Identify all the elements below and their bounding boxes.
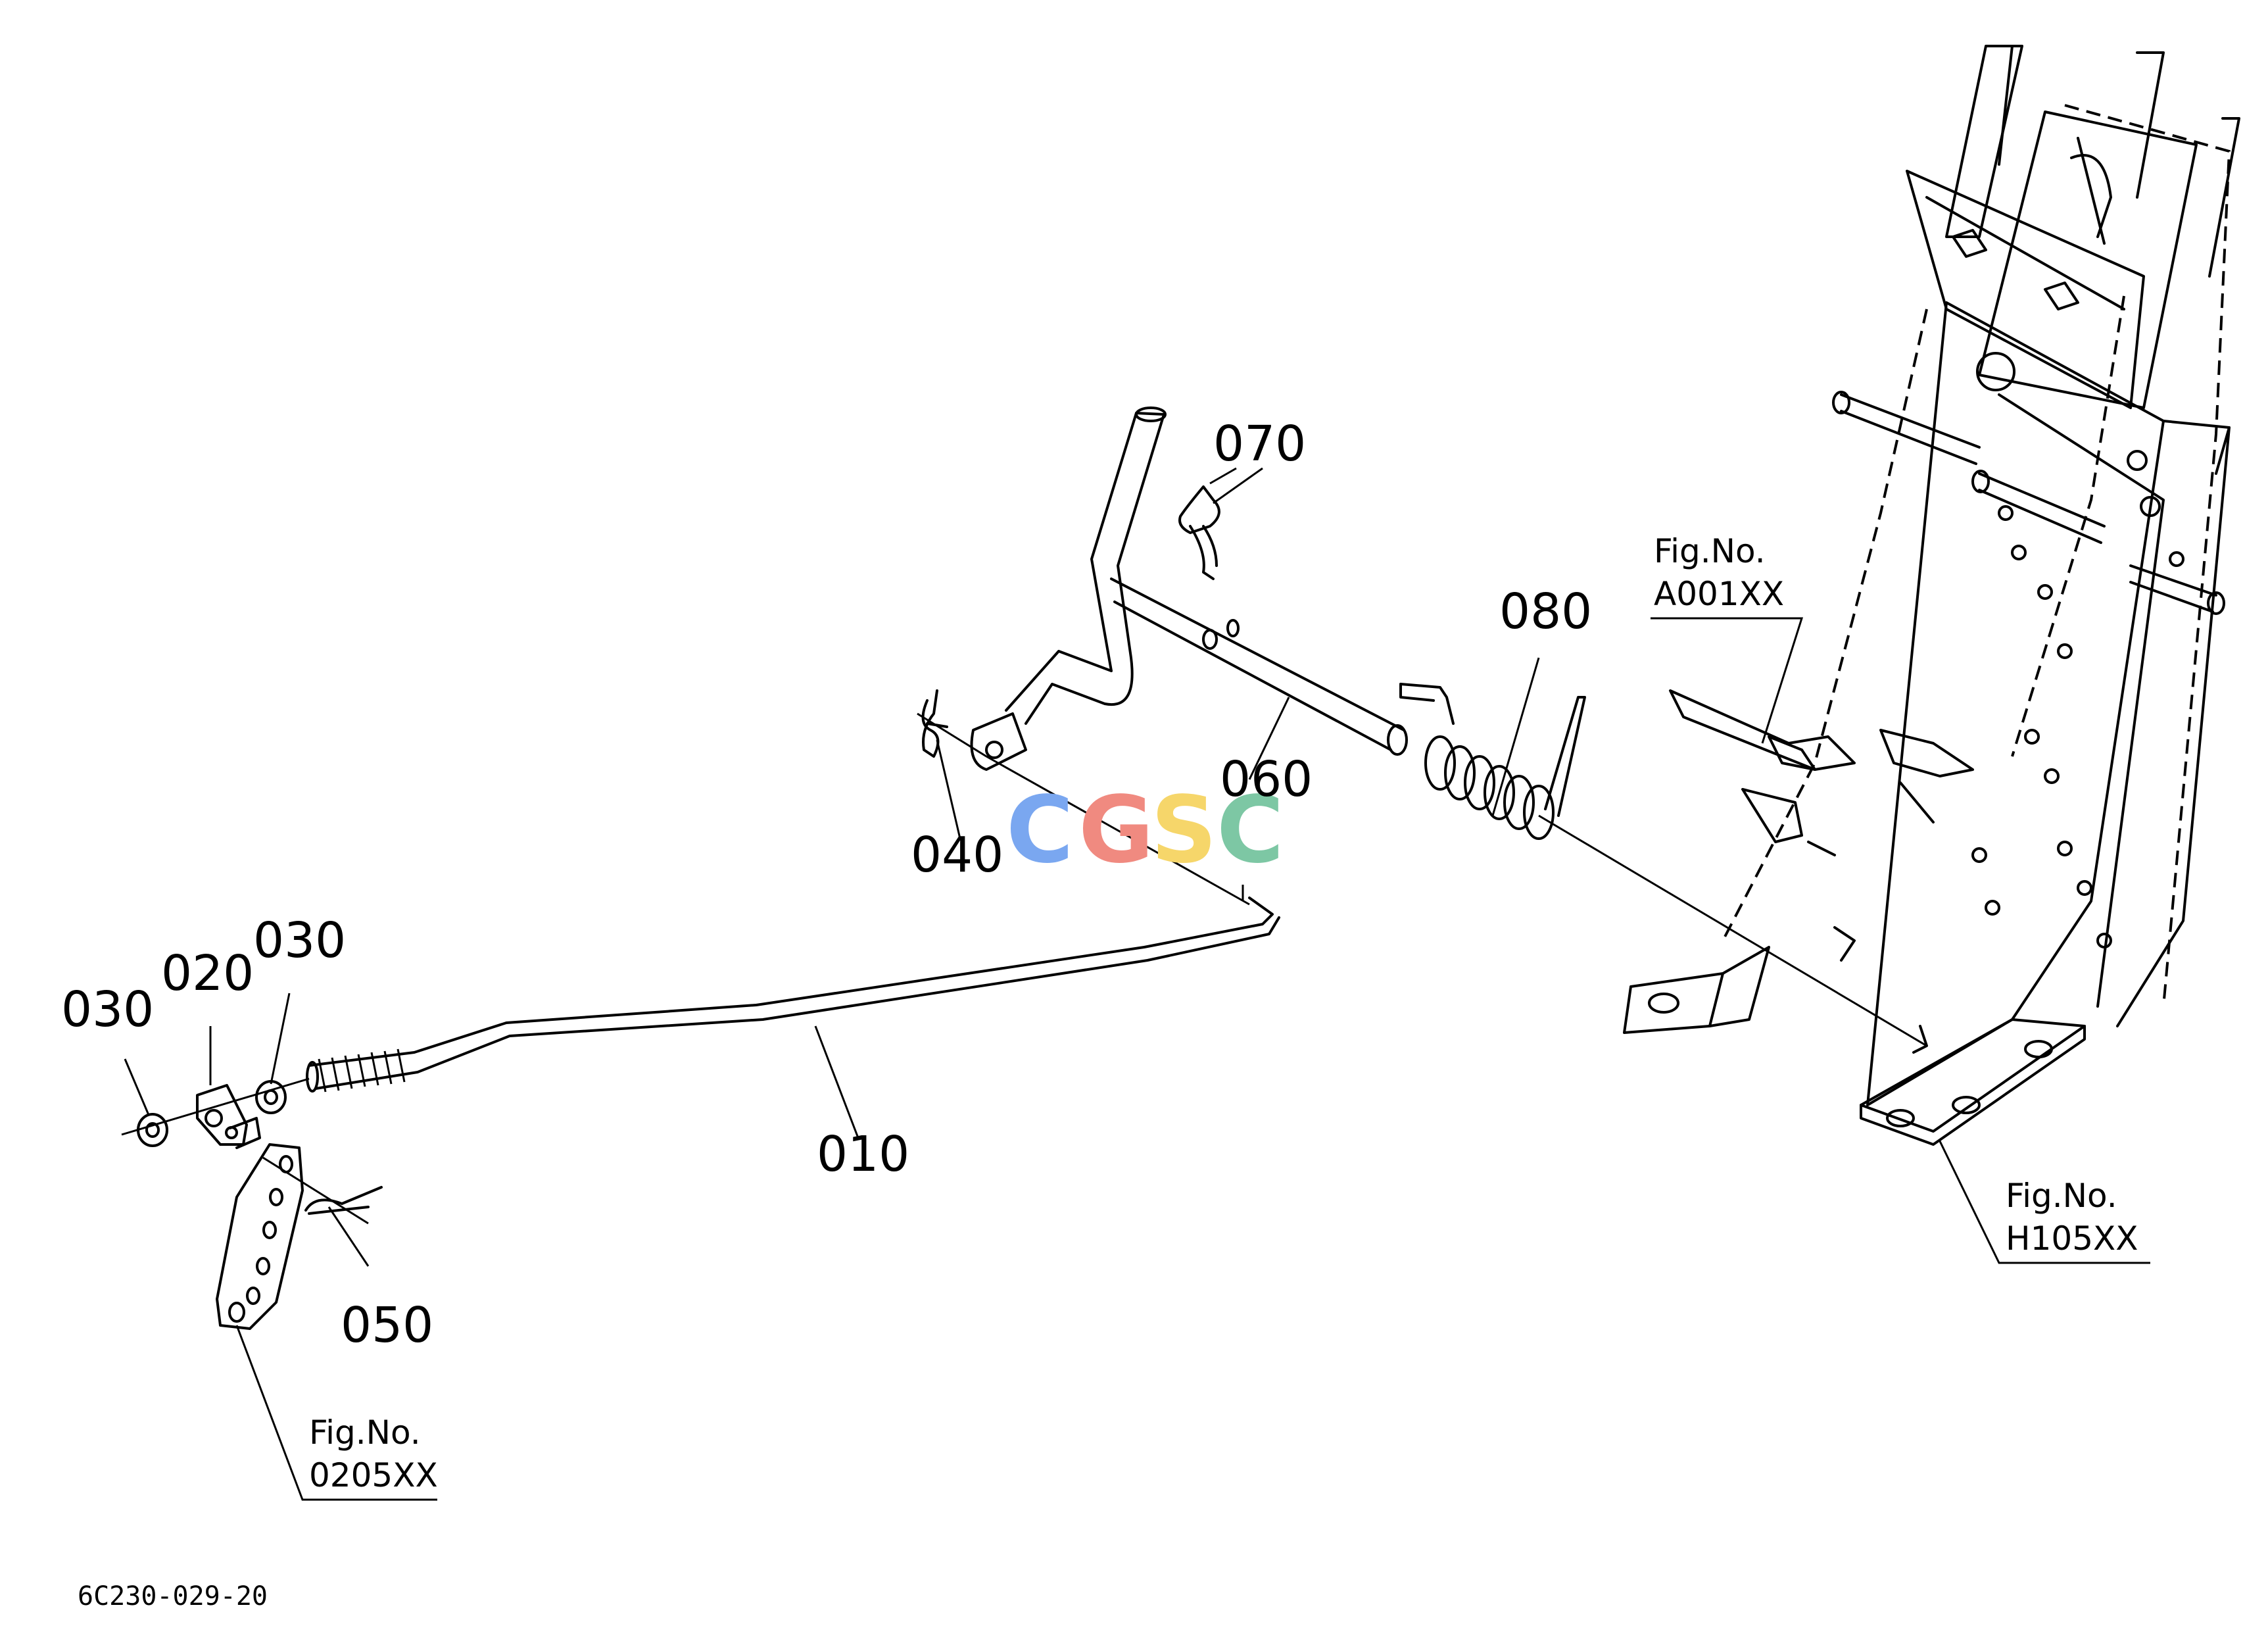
- watermark-logo: C G S C: [1006, 777, 1284, 884]
- part-label-020: 020: [161, 945, 254, 1002]
- watermark-letter-1: C: [1006, 777, 1074, 884]
- fig-ref-a001-line2: A001XX: [1654, 575, 1784, 613]
- part-label-070: 070: [1213, 416, 1306, 472]
- snap-pins-drawing: [921, 485, 1220, 758]
- diagram-code: 6C230-029-20: [78, 1581, 268, 1611]
- fig-ref-0205-line2: 0205XX: [309, 1456, 438, 1494]
- fig-ref-h105-line1: Fig.No.: [2006, 1177, 2117, 1215]
- part-label-030-left: 030: [61, 981, 154, 1038]
- part-labels: 010 020 030 030 040 050 060 070 080: [61, 416, 1592, 1354]
- part-label-050: 050: [341, 1297, 433, 1354]
- fig-ref-h105-line2: H105XX: [2006, 1219, 2138, 1258]
- rod-drawing: [306, 712, 1280, 1093]
- chassis-frame-drawing: [1623, 45, 2240, 1146]
- part-label-030-right: 030: [253, 912, 346, 969]
- part-label-060: 060: [1220, 751, 1313, 808]
- clevis-and-nuts-drawing: [121, 1077, 383, 1330]
- fig-ref-0205-line1: Fig.No.: [309, 1413, 421, 1452]
- figure-references: Fig.No. A001XX Fig.No. H105XX Fig.No. 02…: [309, 532, 2138, 1494]
- watermark-letter-3: S: [1151, 777, 1217, 884]
- watermark-letter-2: G: [1078, 777, 1154, 884]
- fig-ref-a001-line1: Fig.No.: [1654, 532, 1766, 570]
- part-label-040: 040: [911, 827, 1003, 883]
- watermark-letter-4: C: [1217, 777, 1284, 884]
- pedal-shaft-assembly-drawing: [970, 406, 1927, 1047]
- leader-lines: [124, 467, 2150, 1501]
- part-label-010: 010: [817, 1126, 909, 1183]
- part-label-080: 080: [1499, 583, 1592, 640]
